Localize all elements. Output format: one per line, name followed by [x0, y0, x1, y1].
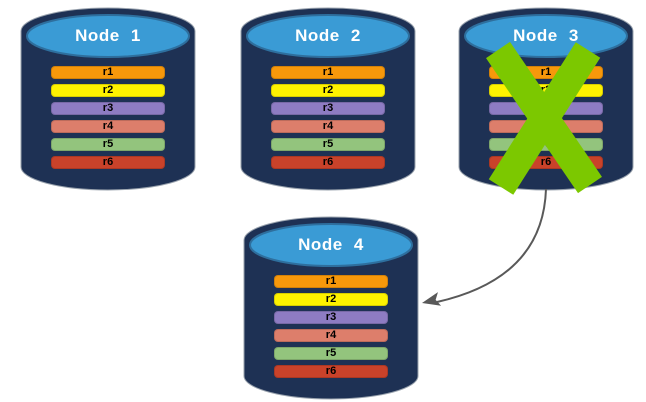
replica-bar-r4: r4 [271, 120, 385, 133]
replica-bar-r2: r2 [274, 293, 388, 306]
failover-arrow-line [436, 188, 547, 303]
node-title: Node 4 [298, 235, 364, 254]
replica-bar-r6: r6 [274, 365, 388, 378]
replica-bar-r3: r3 [51, 102, 165, 115]
node-title: Node 3 [513, 26, 579, 45]
replica-bar-r6: r6 [271, 156, 385, 169]
replica-list: r1 r2 r3 r4 r5 r6 [271, 66, 385, 174]
failover-arrowhead-icon [422, 292, 442, 306]
replica-list: r1 r2 r3 r4 r5 r6 [51, 66, 165, 174]
replica-bar-r1: r1 [51, 66, 165, 79]
replica-bar-r4: r4 [51, 120, 165, 133]
node-title: Node 2 [295, 26, 361, 45]
cylinder-top [26, 14, 190, 58]
replica-bar-r4: r4 [274, 329, 388, 342]
replica-list: r1 r2 r3 r4 r5 r6 [274, 275, 388, 383]
replica-bar-r2: r2 [51, 84, 165, 97]
replica-bar-r3: r3 [271, 102, 385, 115]
replica-bar-r1: r1 [271, 66, 385, 79]
replica-bar-r5: r5 [274, 347, 388, 360]
cylinder-top [246, 14, 410, 58]
node-title: Node 1 [75, 26, 141, 45]
node-2: Node 2 r1 r2 r3 r4 r5 r6 [240, 5, 416, 197]
failure-x-icon [486, 41, 602, 195]
replica-bar-r2: r2 [271, 84, 385, 97]
node-1: Node 1 r1 r2 r3 r4 r5 r6 [20, 5, 196, 197]
replica-bar-r6: r6 [51, 156, 165, 169]
replica-bar-r5: r5 [51, 138, 165, 151]
replica-bar-r1: r1 [274, 275, 388, 288]
node-4: Node 4 r1 r2 r3 r4 r5 r6 [243, 214, 419, 402]
cylinder-top [249, 223, 413, 267]
replica-bar-r5: r5 [271, 138, 385, 151]
replica-bar-r3: r3 [274, 311, 388, 324]
